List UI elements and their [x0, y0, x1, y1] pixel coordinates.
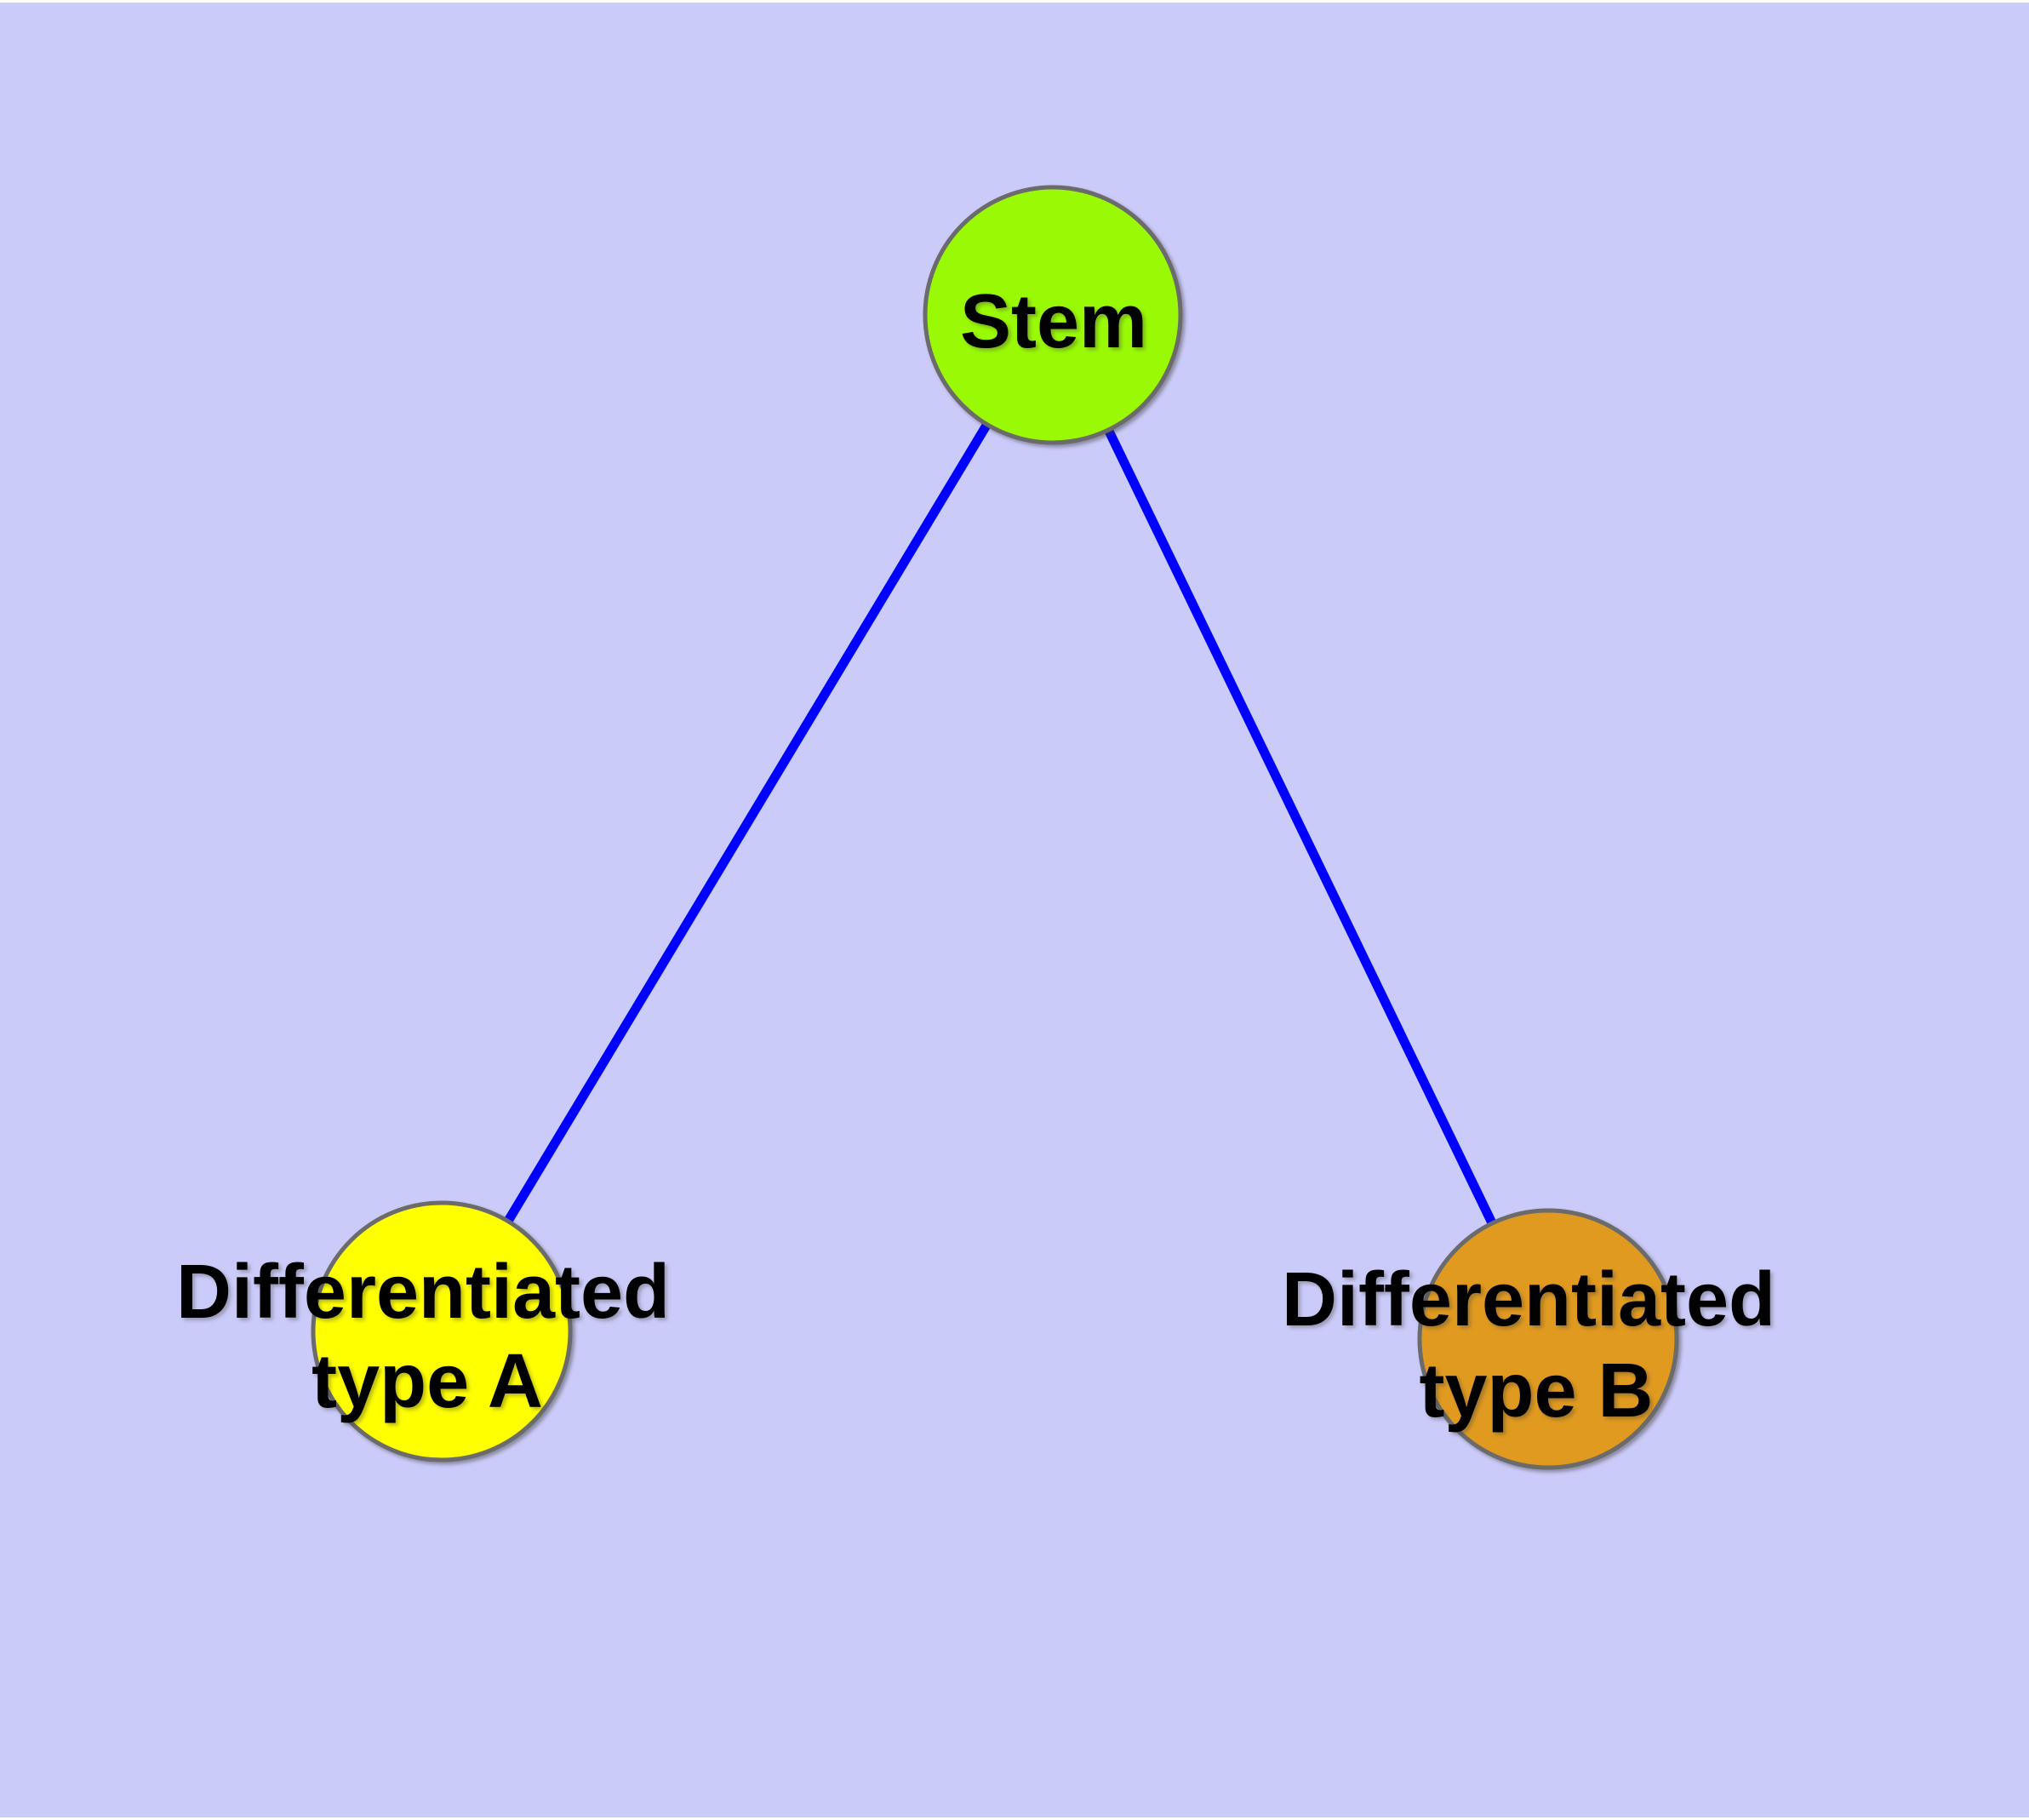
node-type-b-label-line1: Differentiated: [1282, 1257, 1775, 1342]
node-type-a-label-line2: type A: [311, 1339, 543, 1424]
node-type-b-circle: [1417, 1208, 1679, 1470]
edge-stem-to-type-a: [437, 312, 1057, 1334]
node-stem-circle: [923, 185, 1183, 445]
edge-stem-to-type-b: [1049, 312, 1552, 1342]
node-stem-label: Stem: [960, 279, 1147, 364]
node-type-b: Differentiated type B: [1282, 1208, 1775, 1470]
node-type-b-label-line2: type B: [1419, 1348, 1653, 1434]
node-type-a-circle: [311, 1200, 573, 1462]
node-type-a: Differentiated type A: [176, 1200, 670, 1462]
node-stem: Stem: [923, 185, 1183, 445]
node-type-a-label-line1: Differentiated: [176, 1250, 670, 1335]
edges: [437, 312, 1552, 1342]
